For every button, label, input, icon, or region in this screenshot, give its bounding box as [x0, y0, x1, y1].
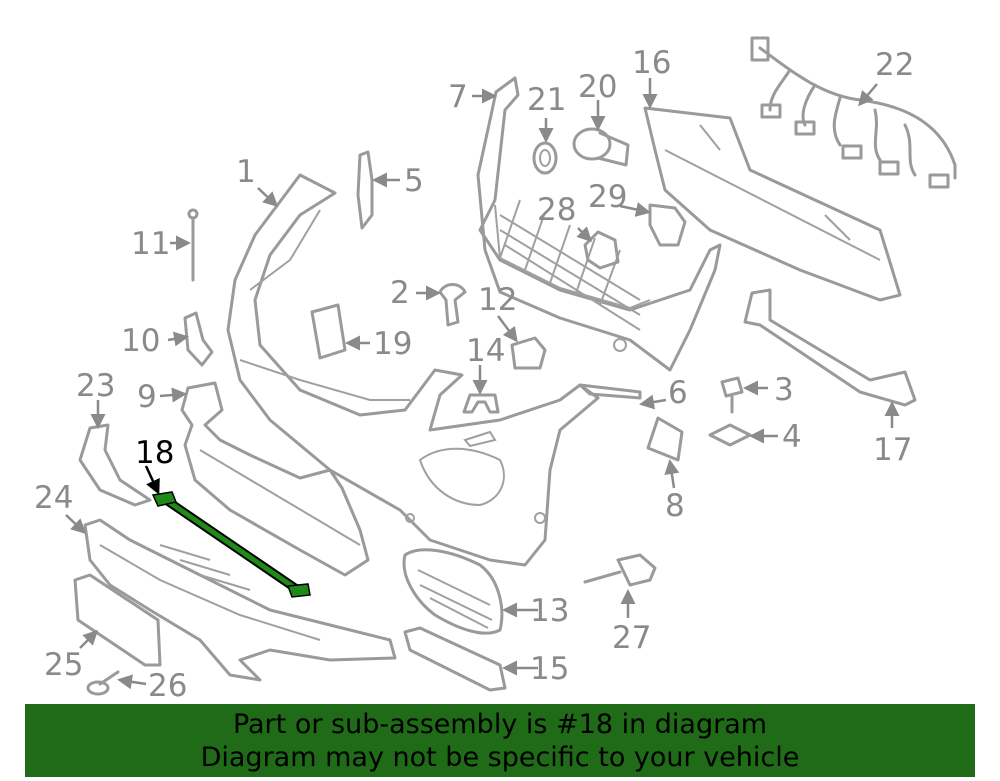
part-2-clip [438, 283, 467, 327]
part-8-cap [646, 416, 684, 462]
part-16-impact-beam [643, 106, 902, 302]
part-13-fog-grille [402, 548, 504, 635]
part-5-bracket [356, 150, 374, 230]
label-28: 28 [537, 192, 576, 228]
part-28-sensor [583, 230, 620, 270]
part-1-bumper-cover [226, 173, 600, 567]
label-17: 17 [873, 432, 912, 468]
part-10-bracket [183, 311, 214, 367]
label-1: 1 [236, 154, 256, 190]
label-7: 7 [448, 79, 468, 115]
label-24: 24 [34, 480, 73, 516]
part-6-molding [578, 383, 642, 400]
part-14-clip [462, 393, 500, 414]
label-14: 14 [466, 333, 505, 369]
label-25: 25 [44, 647, 83, 683]
part-19-module [310, 303, 347, 360]
label-11: 11 [131, 226, 170, 262]
label-27: 27 [612, 620, 651, 656]
part-11-rod [187, 208, 199, 282]
label-10: 10 [121, 323, 160, 359]
part-24-spoiler [83, 518, 397, 682]
label-22: 22 [875, 47, 914, 83]
label-16: 16 [632, 45, 671, 81]
part-3-bolt [720, 376, 744, 414]
part-22-wiring-harness [750, 36, 957, 189]
banner-line-1: Part or sub-assembly is #18 in diagram [232, 709, 768, 740]
label-26: 26 [148, 668, 187, 700]
part-15-strip [403, 626, 507, 692]
label-3: 3 [774, 372, 794, 408]
part-17-bracket [743, 288, 917, 407]
label-20: 20 [578, 69, 617, 105]
part-21-sensor-ring [532, 141, 558, 175]
part-25-plate-bracket [73, 573, 162, 667]
label-5: 5 [404, 163, 424, 199]
parts-diagram: 1 2 3 4 5 6 7 8 9 10 11 12 13 14 15 16 1… [34, 36, 957, 700]
label-23: 23 [76, 368, 115, 404]
part-12-bracket [510, 336, 547, 370]
part-26-bolt [86, 670, 120, 696]
leader-lines [65, 78, 900, 690]
label-13: 13 [530, 593, 569, 629]
part-7-grille-frame [476, 76, 722, 372]
part-29-bracket [648, 203, 687, 247]
label-6: 6 [668, 375, 688, 411]
label-8: 8 [665, 488, 685, 524]
info-banner: Part or sub-assembly is #18 in diagram D… [25, 704, 975, 777]
label-12: 12 [478, 282, 517, 318]
label-9: 9 [137, 379, 157, 415]
part-4-nut [708, 423, 752, 447]
label-2: 2 [390, 275, 410, 311]
label-21: 21 [527, 82, 566, 118]
banner-line-2: Diagram may not be specific to your vehi… [200, 742, 800, 773]
part-9-absorber [180, 381, 370, 577]
label-18: 18 [135, 435, 174, 471]
part-23-trim [78, 423, 152, 507]
label-29: 29 [588, 179, 627, 215]
label-19: 19 [373, 326, 412, 362]
callout-labels: 1 2 3 4 5 6 7 8 9 10 11 12 13 14 15 16 1… [34, 45, 914, 700]
part-20-parking-sensor [572, 127, 630, 167]
label-15: 15 [530, 651, 569, 687]
part-27-sensor [583, 553, 657, 587]
part-18-bracket-highlight[interactable] [151, 491, 311, 598]
label-4: 4 [782, 419, 802, 455]
